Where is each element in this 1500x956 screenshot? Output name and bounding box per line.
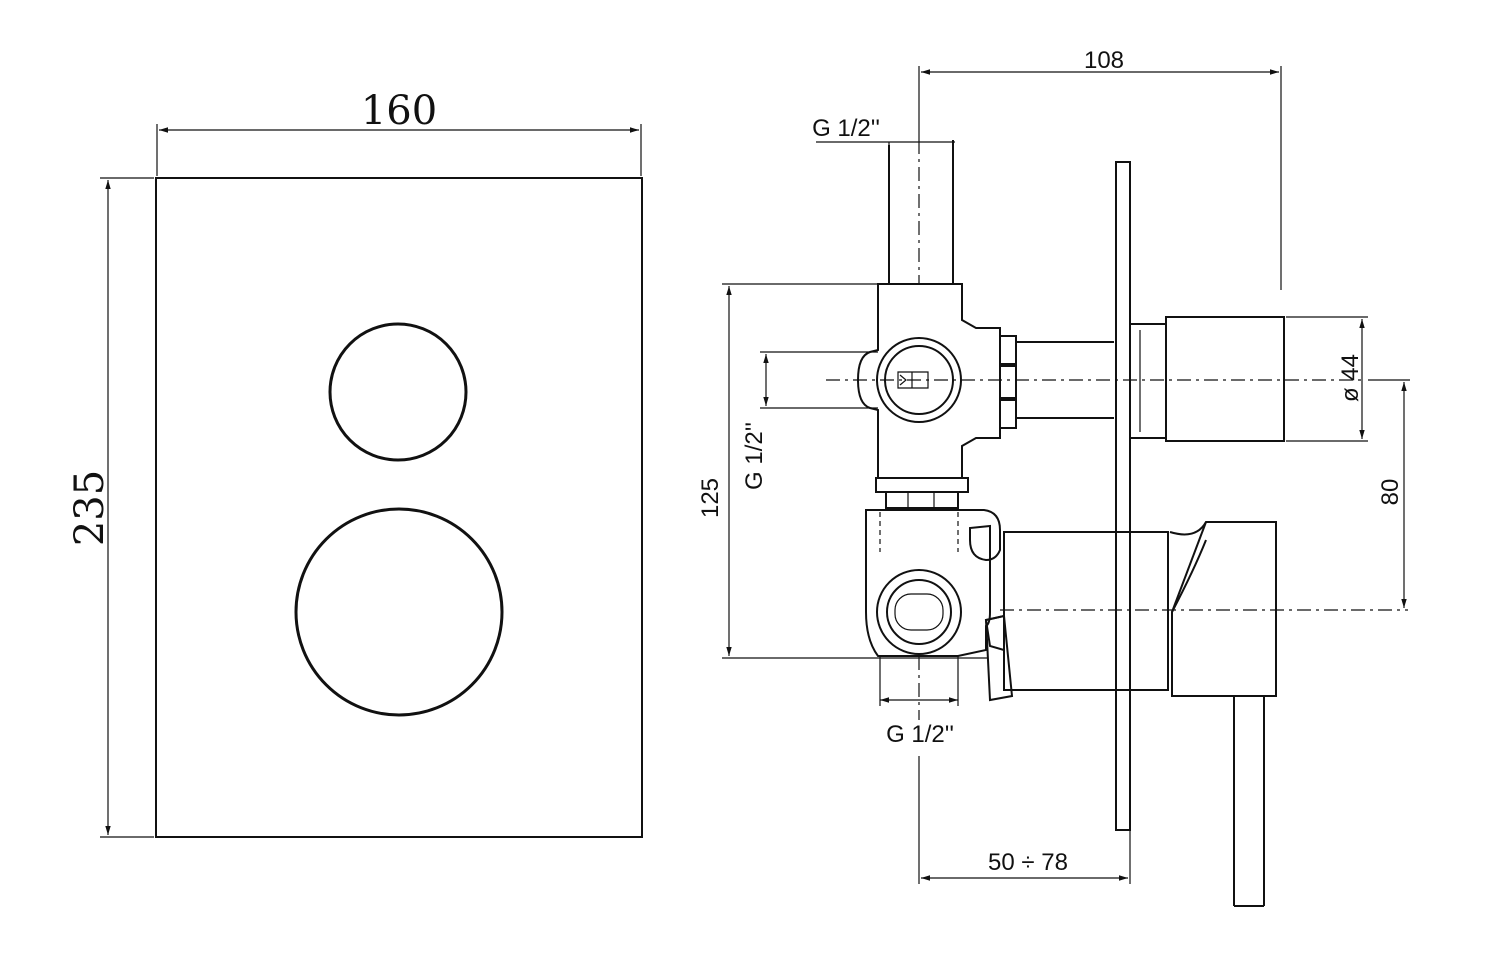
mixer-port-ring-outer bbox=[876, 569, 962, 655]
diverter-body bbox=[856, 283, 1114, 479]
wall-plate-side bbox=[1115, 161, 1131, 831]
dim-inlet-top: G 1/2'' bbox=[812, 115, 955, 150]
diverter-knob-outline bbox=[328, 322, 468, 462]
mixer-port-ring-inner bbox=[886, 579, 952, 645]
dim-knob-diameter: ø 44 bbox=[1286, 316, 1368, 442]
knob-spacing-label: 80 bbox=[1377, 479, 1404, 506]
mixer-lever-side bbox=[1169, 521, 1277, 907]
height-label: 125 bbox=[697, 478, 724, 518]
front-width-label: 160 bbox=[361, 88, 437, 134]
depth-label: 108 bbox=[1084, 47, 1124, 74]
dim-front-width: 160 bbox=[156, 88, 642, 176]
knob-diameter-label: ø 44 bbox=[1337, 354, 1364, 402]
inlet-side-label: G 1/2'' bbox=[741, 422, 768, 490]
front-view: 160 235 bbox=[67, 88, 643, 838]
side-view: 108 G 1/2'' G 1/2'' 125 G 1/2'' bbox=[697, 47, 1410, 907]
dim-front-height: 235 bbox=[67, 177, 154, 838]
diverter-knob-side bbox=[1129, 316, 1285, 442]
dim-knob-spacing: 80 bbox=[1368, 379, 1410, 608]
mixer-spindle bbox=[984, 531, 1169, 702]
dim-install-depth: 50 ÷ 78 bbox=[918, 756, 1131, 884]
mixer-body bbox=[865, 509, 1001, 720]
inlet-top-label: G 1/2'' bbox=[812, 115, 880, 142]
dim-inlet-side: G 1/2'' bbox=[741, 351, 878, 490]
dim-height-125: 125 bbox=[697, 283, 988, 659]
outlet-bottom-label: G 1/2'' bbox=[886, 721, 954, 748]
dim-depth-108: 108 bbox=[918, 47, 1282, 290]
connection-nut bbox=[875, 477, 969, 509]
dim-outlet-bottom: G 1/2'' bbox=[880, 697, 958, 748]
cover-plate bbox=[155, 177, 643, 838]
install-depth-label: 50 ÷ 78 bbox=[988, 849, 1068, 876]
front-height-label: 235 bbox=[67, 470, 113, 546]
top-inlet-pipe bbox=[888, 140, 954, 284]
thermostat-knob-outline bbox=[294, 507, 504, 717]
